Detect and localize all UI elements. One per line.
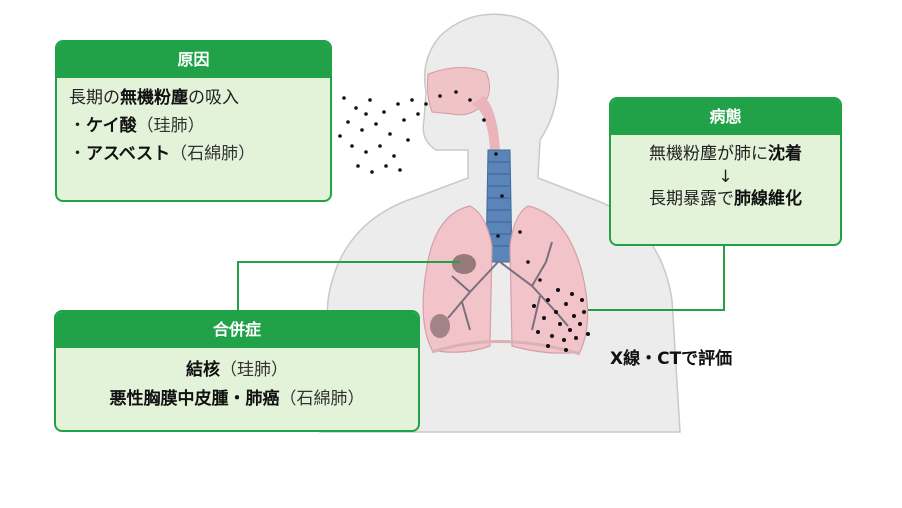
pathology-title: 病態 [611, 99, 840, 135]
pharynx [472, 96, 500, 152]
cause-title: 原因 [57, 42, 330, 78]
diaphragm [431, 339, 581, 356]
pathology-arrow: ↓ [718, 167, 733, 187]
pathology-box: 病態 無機粉塵が肺に沈着 ↓ 長期暴露で肺線維化 [609, 97, 842, 246]
complication-line-1: 結核（珪肺） [186, 360, 288, 380]
cause-line-2: ・ケイ酸（珪肺） [69, 116, 205, 136]
cause-box: 原因 長期の無機粉塵の吸入 ・ケイ酸（珪肺） ・アスベスト（石綿肺） [55, 40, 332, 202]
pathology-line-1: 無機粉塵が肺に沈着 [649, 144, 802, 164]
connector-complication [237, 261, 460, 310]
cause-line-3: ・アスベスト（石綿肺） [69, 144, 256, 164]
left-lung [509, 205, 589, 354]
deposited-particles [532, 288, 590, 352]
bronchial-tree [447, 241, 569, 331]
evaluation-label: X線・CTで評価 [610, 349, 733, 369]
lung-lesion [430, 314, 450, 338]
connector-pathology [588, 244, 725, 311]
complication-box: 合併症 結核（珪肺） 悪性胸膜中皮腫・肺癌（石綿肺） [54, 310, 420, 432]
complication-title: 合併症 [56, 312, 418, 348]
lung-lesion [452, 254, 476, 274]
complication-line-2: 悪性胸膜中皮腫・肺癌（石綿肺） [109, 389, 365, 409]
cause-line-1: 長期の無機粉塵の吸入 [69, 88, 239, 108]
inhaled-dust-particles [338, 90, 542, 282]
pathology-line-2: 長期暴露で肺線維化 [649, 189, 802, 209]
